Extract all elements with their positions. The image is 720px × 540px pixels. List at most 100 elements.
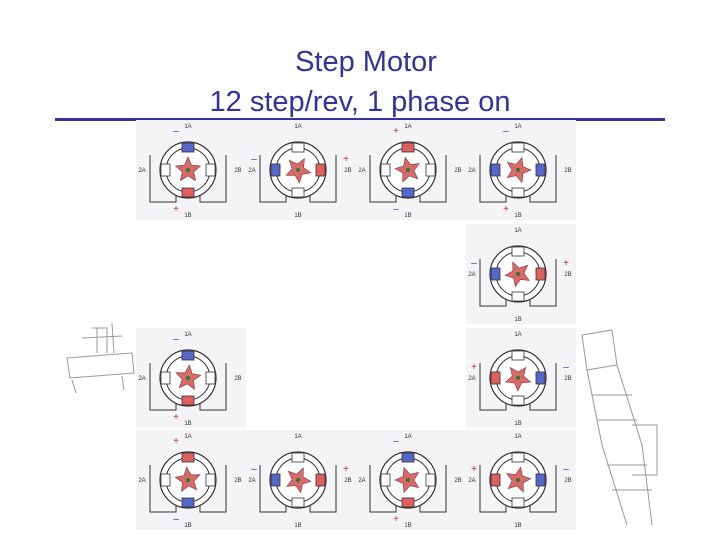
stator-pole-right: [425, 163, 436, 177]
title-underline: [55, 118, 665, 121]
plus-sign: +: [563, 258, 569, 269]
stator-pole-left: [270, 473, 281, 487]
stator-pole-top: [291, 142, 305, 153]
stator-pole-left: [160, 163, 171, 177]
stator-pole-bottom: [291, 187, 305, 198]
label-2b: 2B: [234, 168, 241, 174]
label-2a: 2A: [248, 168, 255, 174]
minus-sign: –: [471, 258, 477, 269]
stator-pole-bottom: [511, 395, 525, 406]
label-1b: 1B: [514, 421, 521, 427]
minus-sign: –: [251, 464, 257, 475]
stator-pole-left: [160, 371, 171, 385]
background-sketch-right: [581, 329, 658, 526]
motor-step-panel: 1A 1B 2A 2B + –: [136, 430, 246, 530]
stator-pole-left: [270, 163, 281, 177]
stator-pole-top: [511, 350, 525, 361]
background-sketch-left: [66, 322, 135, 394]
label-1b: 1B: [184, 213, 191, 219]
label-2a: 2A: [468, 272, 475, 278]
label-2b: 2B: [564, 478, 571, 484]
stator-pole-bottom: [401, 187, 415, 198]
label-2a: 2A: [358, 478, 365, 484]
slide-subtitle: 12 step/rev, 1 phase on: [209, 86, 511, 118]
label-1a: 1A: [294, 124, 301, 130]
stator-pole-right: [315, 163, 326, 177]
plus-sign: +: [173, 436, 179, 447]
label-1a: 1A: [514, 228, 521, 234]
stator-pole-right: [205, 163, 216, 177]
stator-pole-bottom: [291, 497, 305, 508]
plus-sign: +: [471, 464, 477, 475]
plus-sign: +: [393, 126, 399, 137]
minus-sign: –: [251, 154, 257, 165]
label-2a: 2A: [138, 478, 145, 484]
label-1b: 1B: [514, 317, 521, 323]
label-1b: 1B: [184, 421, 191, 427]
stator-pole-right: [205, 371, 216, 385]
stator-pole-right: [535, 163, 546, 177]
label-1a: 1A: [514, 124, 521, 130]
stator-pole-left: [490, 371, 501, 385]
minus-sign: –: [563, 464, 569, 475]
slide-title: Step Motor: [295, 46, 437, 78]
label-2a: 2A: [468, 168, 475, 174]
label-2a: 2A: [468, 478, 475, 484]
stator-pole-left: [490, 473, 501, 487]
stator-pole-bottom: [181, 395, 195, 406]
label-1b: 1B: [404, 213, 411, 219]
stator-pole-bottom: [511, 291, 525, 302]
label-2a: 2A: [138, 168, 145, 174]
stator-pole-top: [401, 142, 415, 153]
minus-sign: –: [173, 514, 179, 525]
label-2b: 2B: [234, 478, 241, 484]
stator-pole-bottom: [511, 187, 525, 198]
stator-pole-top: [291, 452, 305, 463]
stator-pole-left: [380, 473, 391, 487]
label-1a: 1A: [514, 434, 521, 440]
stator-pole-left: [380, 163, 391, 177]
label-2a: 2A: [468, 376, 475, 382]
stator-pole-right: [205, 473, 216, 487]
label-1b: 1B: [184, 523, 191, 529]
stator-pole-right: [535, 267, 546, 281]
label-1a: 1A: [184, 124, 191, 130]
label-2b: 2B: [344, 478, 351, 484]
stator-pole-top: [181, 452, 195, 463]
minus-sign: –: [503, 126, 509, 137]
plus-sign: +: [173, 412, 179, 423]
stator-pole-top: [511, 246, 525, 257]
label-1a: 1A: [184, 332, 191, 338]
label-2b: 2B: [454, 168, 461, 174]
plus-sign: +: [343, 154, 349, 165]
stator-pole-bottom: [511, 497, 525, 508]
label-1a: 1A: [514, 332, 521, 338]
label-2a: 2A: [138, 376, 145, 382]
label-1a: 1A: [294, 434, 301, 440]
label-1b: 1B: [404, 523, 411, 529]
stator-pole-left: [490, 267, 501, 281]
minus-sign: –: [393, 204, 399, 215]
label-1b: 1B: [294, 523, 301, 529]
stator-pole-top: [511, 452, 525, 463]
label-1b: 1B: [514, 213, 521, 219]
stator-pole-right: [535, 473, 546, 487]
label-1a: 1A: [184, 434, 191, 440]
stator-pole-left: [490, 163, 501, 177]
stator-pole-top: [181, 350, 195, 361]
label-2b: 2B: [344, 168, 351, 174]
stator-pole-bottom: [401, 497, 415, 508]
label-2b: 2B: [564, 168, 571, 174]
label-1a: 1A: [404, 124, 411, 130]
minus-sign: –: [393, 436, 399, 447]
label-2b: 2B: [564, 376, 571, 382]
stator-pole-top: [181, 142, 195, 153]
